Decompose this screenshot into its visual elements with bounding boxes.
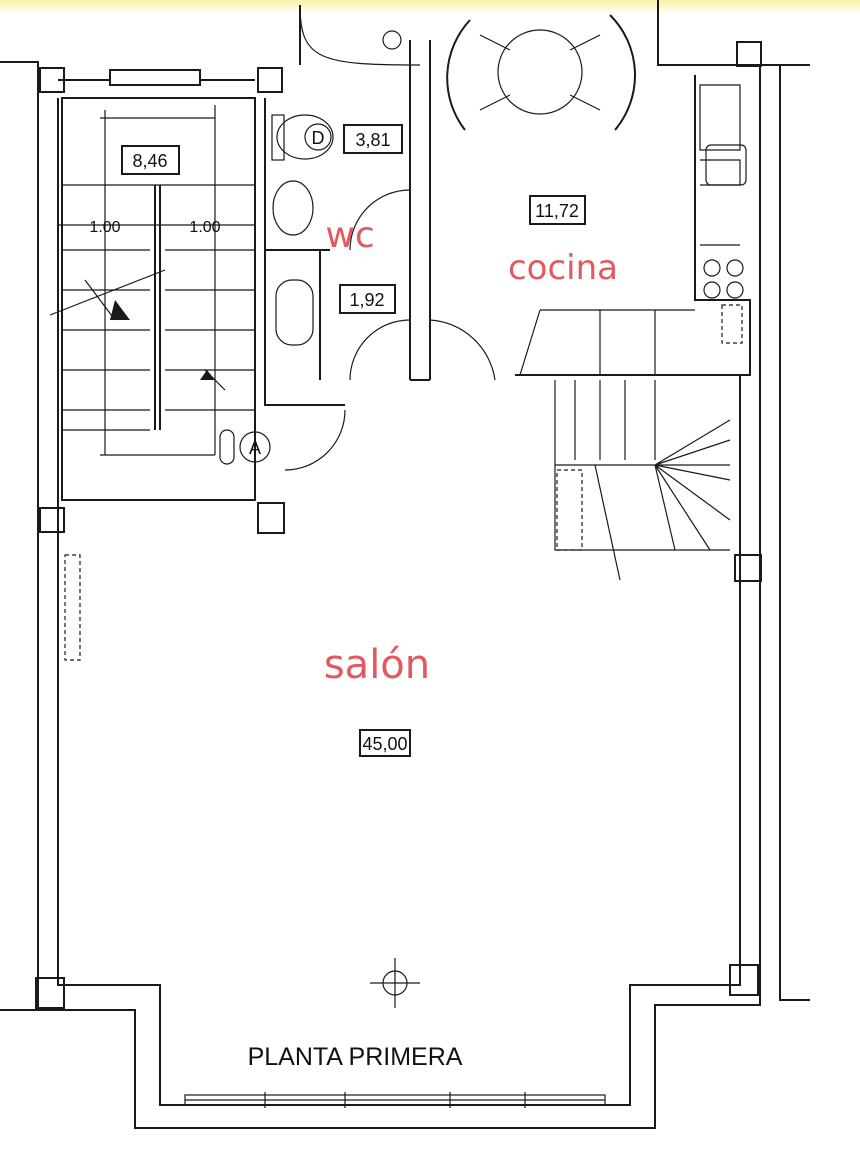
kitchen-area: 11,72 xyxy=(535,201,579,221)
bathroom-area: 3,81 xyxy=(355,130,390,150)
plan-title: PLANTA PRIMERA xyxy=(248,1043,463,1071)
centre-axis-marker xyxy=(370,958,420,1008)
kitchen xyxy=(429,14,751,381)
wc-label: wc xyxy=(325,215,374,256)
kitchen-label: cocina xyxy=(508,248,618,288)
stair-width-left: 1.00 xyxy=(89,219,120,236)
lift-letter: A xyxy=(249,438,261,458)
interior-staircase xyxy=(554,380,731,581)
left-dashed-shaft xyxy=(64,554,81,661)
structural-columns xyxy=(35,41,762,1009)
stairwell-area: 8,46 xyxy=(132,151,167,171)
bathroom xyxy=(264,4,431,471)
stair-width-right: 1.00 xyxy=(189,219,220,236)
stairwell xyxy=(49,97,256,501)
outer-walls xyxy=(0,0,810,1129)
shower-letter: D xyxy=(312,128,325,148)
wc-area: 1,92 xyxy=(349,290,384,310)
bay-window xyxy=(184,1092,606,1108)
living-room-area: 45,00 xyxy=(362,734,407,754)
living-room-label: salón xyxy=(324,642,430,688)
highlighter-strip xyxy=(0,0,860,14)
